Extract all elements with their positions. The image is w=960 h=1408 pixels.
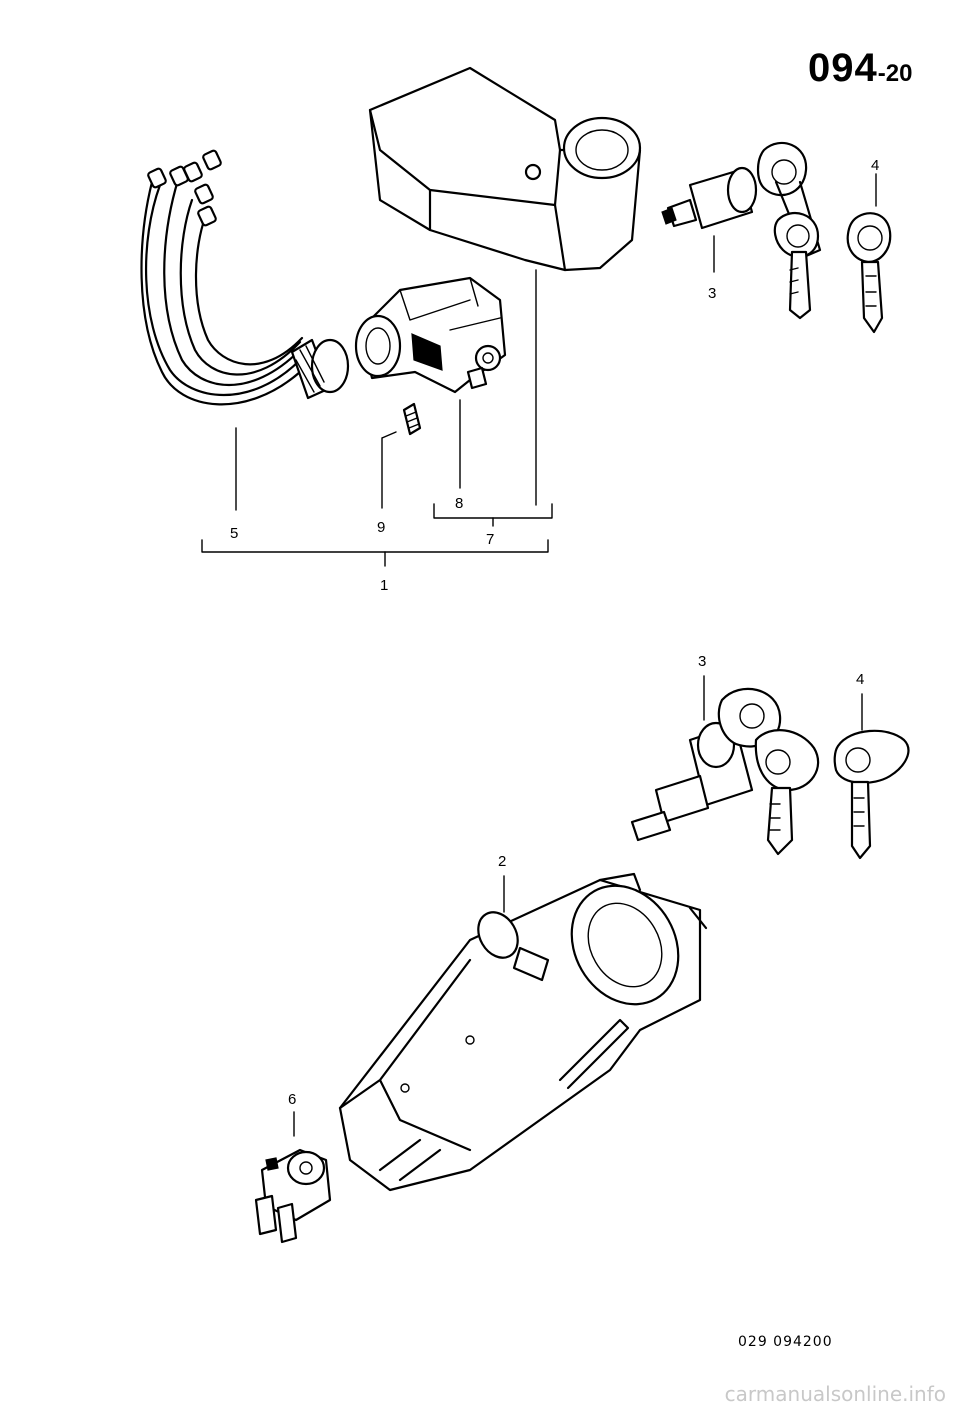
callout-8: 8 (455, 495, 463, 512)
steering-column-housing (338, 872, 708, 1192)
callout-7: 7 (486, 531, 494, 548)
page-number-sub: 20 (885, 60, 913, 87)
keys-top-pair (756, 141, 822, 320)
callout-3-top: 3 (708, 285, 716, 302)
page-number-separator: - (877, 60, 886, 87)
reference-code: 029 094200 (738, 1334, 833, 1350)
callout-4-bottom: 4 (856, 671, 864, 688)
wiring-harness (140, 149, 350, 406)
callout-3-bottom: 3 (698, 653, 706, 670)
leader-lines-top (201, 173, 877, 567)
watermark-bar: carmanualsonline.info (0, 1378, 960, 1408)
key-top-single (846, 212, 892, 334)
page-number: 094-20 (808, 46, 912, 91)
callout-labels: 5 9 8 7 1 3 4 3 4 2 6 (230, 157, 879, 1108)
callout-4-top: 4 (871, 157, 879, 174)
terminal-connectors (147, 149, 222, 227)
pin-screw (402, 402, 422, 436)
watermark-text: carmanualsonline.info (724, 1382, 946, 1406)
lock-cylinder-top (661, 166, 758, 230)
callout-2: 2 (498, 853, 506, 870)
ignition-switch (254, 1148, 332, 1244)
page-number-main: 094 (808, 46, 878, 90)
callout-5: 5 (230, 525, 238, 542)
callout-1: 1 (380, 577, 388, 594)
harness-plug (290, 338, 350, 400)
key-bottom-single (833, 729, 910, 860)
housing-cover (368, 66, 642, 272)
leader-lines-bottom (293, 675, 863, 1137)
lock-housing (354, 276, 507, 394)
keys-bottom-pair (717, 687, 820, 856)
callout-9: 9 (377, 519, 385, 536)
callout-6: 6 (288, 1091, 296, 1108)
